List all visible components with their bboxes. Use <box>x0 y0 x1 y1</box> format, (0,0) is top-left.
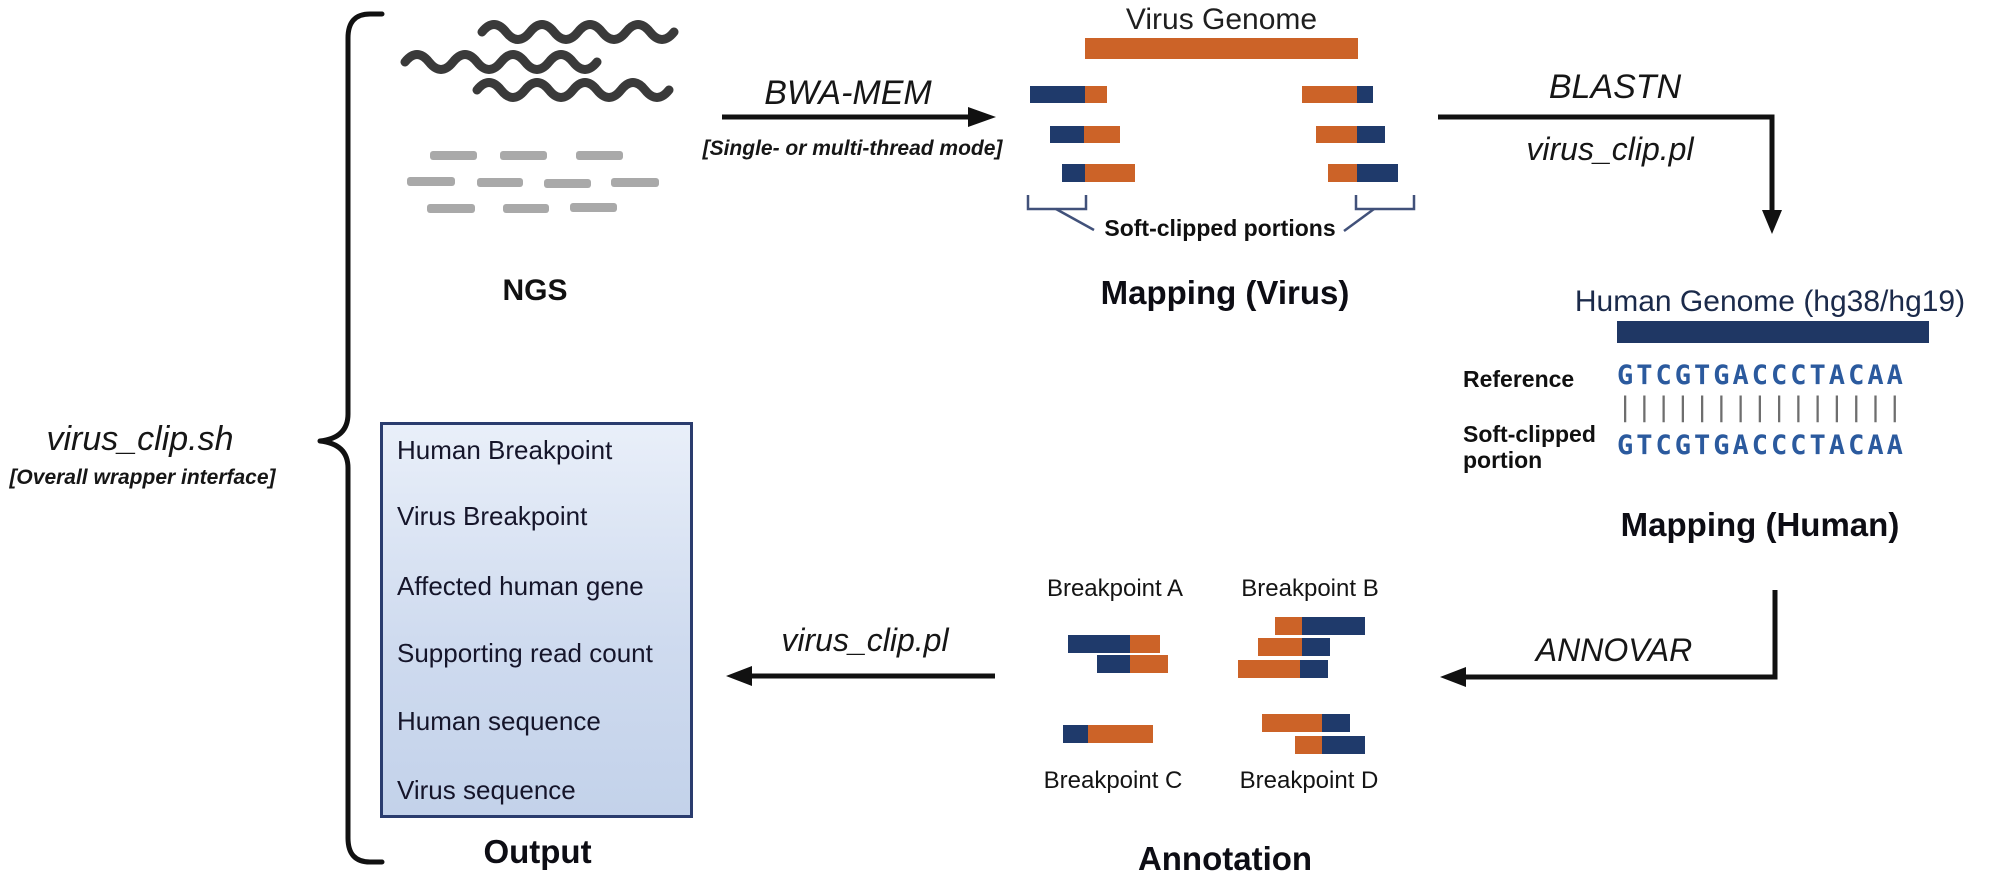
mapping-virus-label: Mapping (Virus) <box>1100 274 1350 311</box>
output-item: Human sequence <box>397 706 601 736</box>
bwa-mem-arrow <box>722 107 996 127</box>
annotation-label: Annotation <box>1137 840 1313 877</box>
virus-genome-bar <box>1085 38 1358 59</box>
breakpoint-b-read <box>1258 638 1330 656</box>
output-item: Supporting read count <box>397 638 653 668</box>
ngs-label: NGS <box>502 274 568 307</box>
virus-read-right <box>1302 86 1373 103</box>
human-genome-title: Human Genome (hg38/hg19) <box>1574 285 1966 318</box>
virus-read-right <box>1328 164 1398 182</box>
wrapper-bracket <box>317 11 385 865</box>
output-box <box>380 422 693 818</box>
virus-read-left <box>1050 126 1120 143</box>
breakpoint-c-read <box>1063 725 1153 743</box>
annovar-arrow <box>1440 590 1778 687</box>
reference-sequence: GTCGTGACCCTACAA <box>1617 360 1906 391</box>
breakpoint-a-read <box>1097 655 1168 673</box>
bwa-mode-label: [Single- or multi-thread mode] <box>702 137 1003 160</box>
human-genome-bar <box>1617 321 1929 343</box>
wrapper-name: virus_clip.sh <box>46 420 234 458</box>
breakpoint-b-read <box>1275 617 1365 635</box>
virus-read-left <box>1030 86 1107 103</box>
soft-clipped-sequence: GTCGTGACCCTACAA <box>1617 430 1906 461</box>
virus-read-left <box>1062 164 1135 182</box>
soft-clip-brace-right <box>1343 195 1416 233</box>
soft-clipped-portions-label: Soft-clipped portions <box>1104 215 1336 241</box>
to-output-arrow <box>726 666 995 686</box>
breakpoint-a-read <box>1068 635 1160 653</box>
mapping-human-label: Mapping (Human) <box>1620 506 1900 543</box>
blastn-script-label: virus_clip.pl <box>1526 131 1694 167</box>
soft-clip-brace-left <box>1026 195 1095 232</box>
output-item: Virus sequence <box>397 775 576 805</box>
soft-clipped-portion-label: Soft-clipped portion <box>1463 421 1596 473</box>
breakpoint-d-read <box>1295 736 1365 754</box>
annovar-label: ANNOVAR <box>1535 632 1693 668</box>
wavy-lines-icon <box>400 20 679 102</box>
virus-read-right <box>1316 126 1385 143</box>
bwa-mem-label: BWA-MEM <box>764 74 932 112</box>
breakpoint-b-read <box>1238 660 1328 678</box>
wrapper-subtitle: [Overall wrapper interface] <box>9 466 276 489</box>
alignment-bars: ||||||||||||||| <box>1617 392 1906 423</box>
output-item: Virus Breakpoint <box>397 501 588 531</box>
output-label: Output <box>483 833 592 870</box>
breakpoint-d-label: Breakpoint D <box>1239 767 1379 794</box>
blastn-label: BLASTN <box>1548 68 1682 106</box>
breakpoint-a-label: Breakpoint A <box>1046 575 1184 602</box>
reference-label: Reference <box>1463 366 1575 392</box>
to-output-script-label: virus_clip.pl <box>781 622 949 658</box>
breakpoint-c-label: Breakpoint C <box>1043 767 1183 794</box>
output-item: Affected human gene <box>397 571 644 601</box>
breakpoint-b-label: Breakpoint B <box>1241 575 1379 602</box>
virus-genome-title: Virus Genome <box>1125 3 1318 36</box>
blastn-arrow <box>1438 114 1782 234</box>
breakpoint-d-read <box>1262 714 1350 732</box>
output-item: Human Breakpoint <box>397 435 613 465</box>
